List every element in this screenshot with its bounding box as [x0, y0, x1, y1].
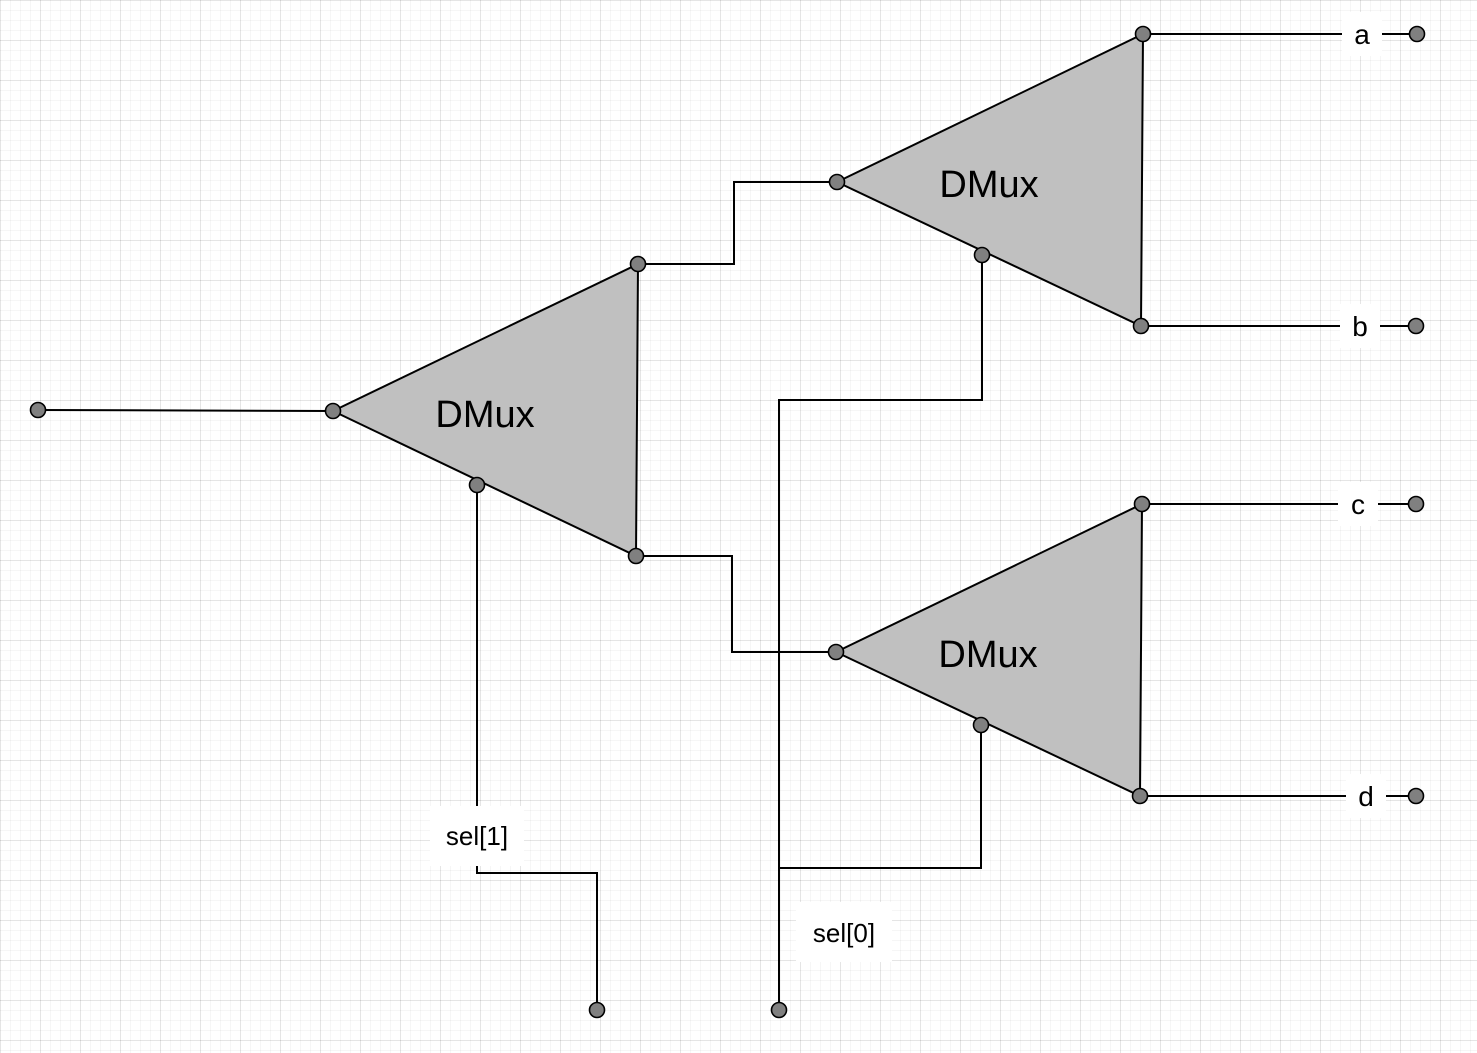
selector-label-sel0: sel[0] [796, 902, 892, 962]
selector-label-sel1: sel[1] [430, 806, 524, 866]
wire-sel1[interactable] [476, 485, 598, 1010]
output-label-a-background [1342, 12, 1382, 56]
dmux-gate-3[interactable]: DMux [833, 502, 1144, 798]
dmux-gate-2-label: DMux [939, 164, 1038, 206]
port-output-b[interactable] [1407, 317, 1425, 335]
port-output-a[interactable] [1408, 25, 1426, 43]
port-dmux3-out-bottom[interactable] [1131, 787, 1149, 805]
port-sel0[interactable] [770, 1001, 788, 1019]
wire-dmux1-bottom-to-dmux3[interactable] [636, 555, 836, 653]
selector-label-sel0-background [796, 902, 892, 962]
port-dmux3-out-top[interactable] [1133, 495, 1151, 513]
wire-sel0-trunk[interactable] [778, 255, 983, 1010]
port-dmux1-out-bottom[interactable] [627, 547, 645, 565]
port-output-d[interactable] [1407, 787, 1425, 805]
selector-label-sel1-text: sel[1] [446, 821, 508, 851]
output-label-b-text: b [1352, 311, 1368, 342]
output-label-d-background [1346, 774, 1386, 818]
output-label-a-text: a [1354, 19, 1370, 50]
port-input[interactable] [29, 401, 47, 419]
port-dmux2-in[interactable] [828, 173, 846, 191]
output-label-b: b [1340, 304, 1380, 348]
output-label-d: d [1346, 774, 1386, 818]
output-label-c-text: c [1351, 489, 1365, 520]
selector-label-sel1-background [430, 806, 524, 866]
port-dmux2-out-top[interactable] [1134, 25, 1152, 43]
selector-label-sel0-text: sel[0] [813, 918, 875, 948]
wire-input-in[interactable] [37, 409, 334, 412]
port-dmux2-sel[interactable] [973, 246, 991, 264]
output-label-c: c [1338, 482, 1378, 526]
dmux-gate-2[interactable]: DMux [834, 32, 1145, 328]
port-dmux3-sel[interactable] [972, 716, 990, 734]
dmux-gate-1[interactable]: DMux [330, 262, 640, 558]
port-dmux2-out-bottom[interactable] [1132, 317, 1150, 335]
dmux-gate-1-label: DMux [435, 394, 534, 436]
output-label-b-background [1340, 304, 1380, 348]
wires [37, 33, 1417, 1010]
port-sel1[interactable] [588, 1001, 606, 1019]
port-dmux1-sel[interactable] [468, 476, 486, 494]
output-label-d-text: d [1358, 781, 1374, 812]
output-label-c-background [1338, 482, 1378, 526]
ports [29, 25, 1426, 1019]
port-dmux1-out-top[interactable] [629, 255, 647, 273]
wire-dmux1-top-to-dmux2[interactable] [638, 181, 837, 265]
wire-sel0-branch[interactable] [779, 725, 982, 869]
port-dmux1-in[interactable] [324, 402, 342, 420]
port-dmux3-in[interactable] [827, 643, 845, 661]
port-output-c[interactable] [1407, 495, 1425, 513]
output-label-a: a [1342, 12, 1382, 56]
dmux-gate-3-label: DMux [938, 634, 1037, 676]
